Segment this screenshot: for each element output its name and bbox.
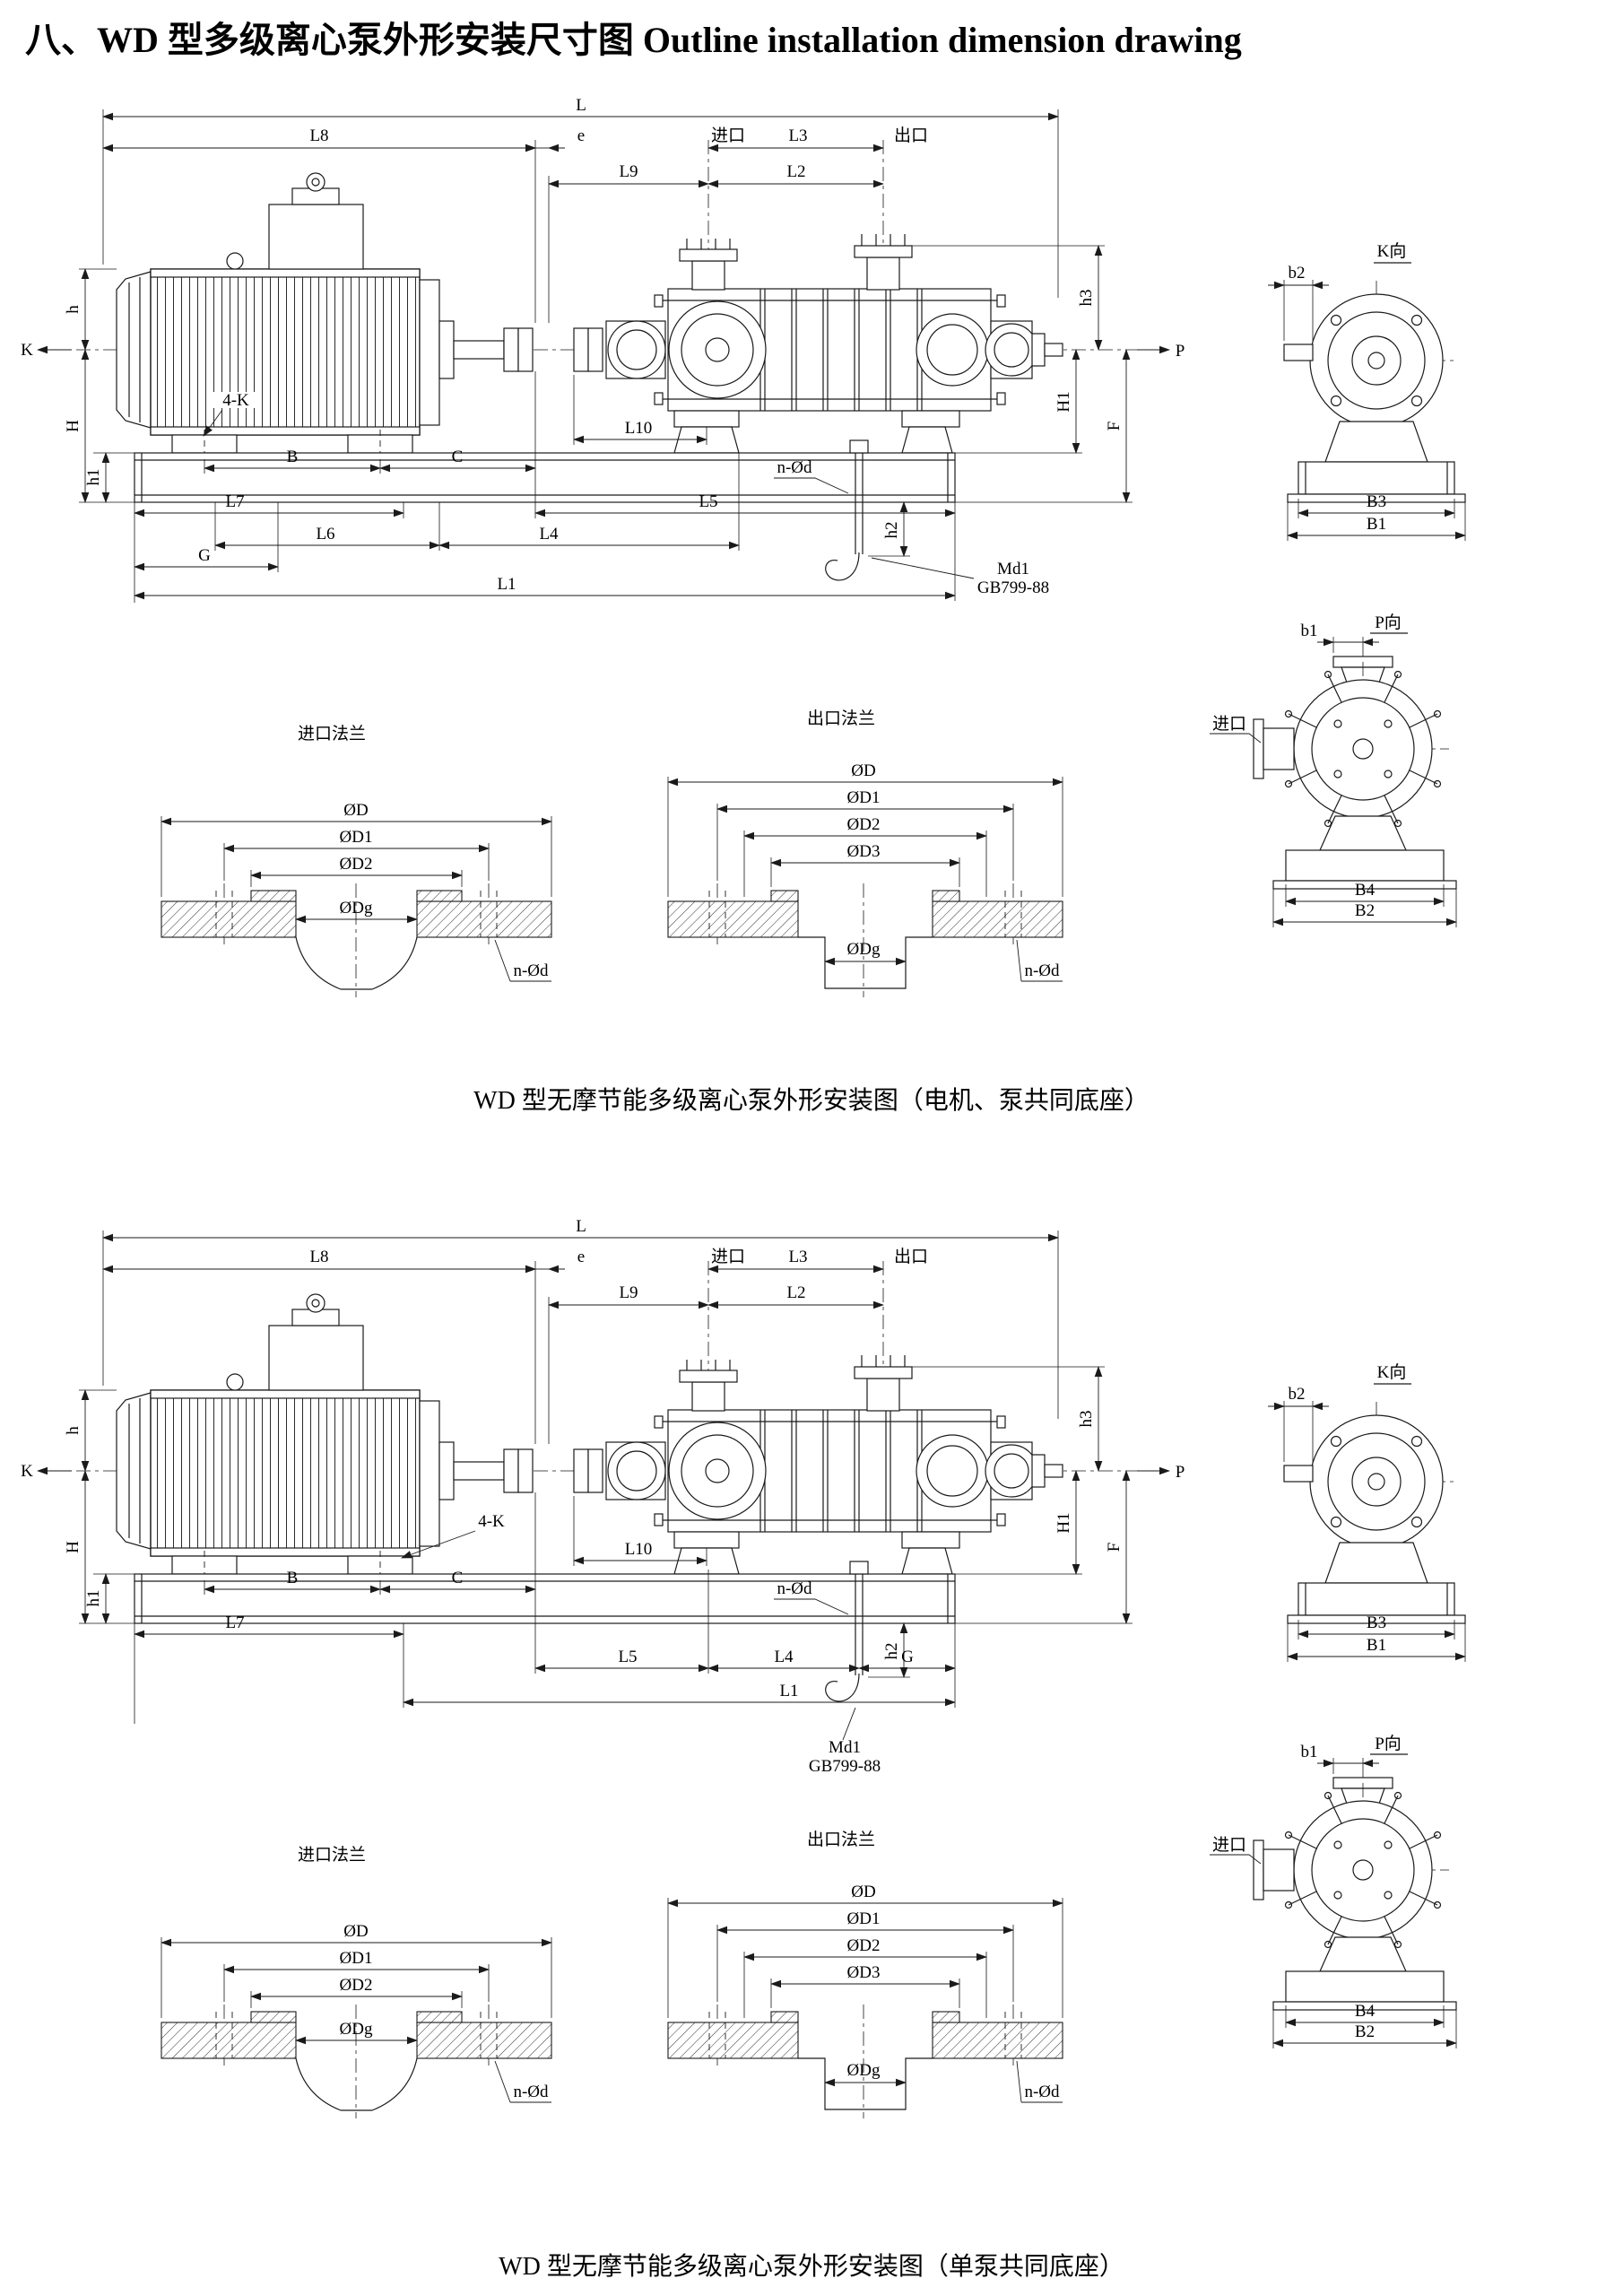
dim-label-4k: 4-K	[478, 1512, 505, 1531]
figure1-caption: WD 型无摩节能多级离心泵外形安装图（电机、泵共同底座）	[473, 1087, 1150, 1115]
figure1-extra-dims: L5 L6 L4 G L1 4-K Md1 GB799-88	[134, 391, 1049, 601]
figure1-drawing	[21, 96, 1465, 997]
label-md1: Md1	[997, 560, 1029, 578]
figure2-drawing	[21, 1217, 1465, 2118]
label-gb799: GB799-88	[809, 1757, 881, 1776]
dim-label-l1: L1	[779, 1682, 798, 1700]
dim-label-l1: L1	[497, 575, 516, 594]
label-md1: Md1	[829, 1738, 861, 1757]
dim-label-4k: 4-K	[222, 391, 249, 410]
dim-label-l5: L5	[618, 1648, 637, 1666]
page-title: 八、WD 型多级离心泵外形安装尺寸图 Outline installation …	[25, 20, 1242, 60]
dim-label-l5: L5	[699, 492, 717, 511]
dim-label-l4: L4	[774, 1648, 794, 1666]
figure2-extra-dims: L5 L4 G L1 4-K Md1 GB799-88	[401, 1512, 956, 1776]
figure2-caption: WD 型无摩节能多级离心泵外形安装图（单泵共同底座）	[499, 2253, 1124, 2281]
dim-label-l6: L6	[316, 525, 334, 544]
dim-label-g: G	[198, 546, 211, 565]
dim-label-g: G	[901, 1648, 914, 1666]
label-gb799: GB799-88	[977, 578, 1049, 597]
dim-label-l4: L4	[539, 525, 559, 544]
